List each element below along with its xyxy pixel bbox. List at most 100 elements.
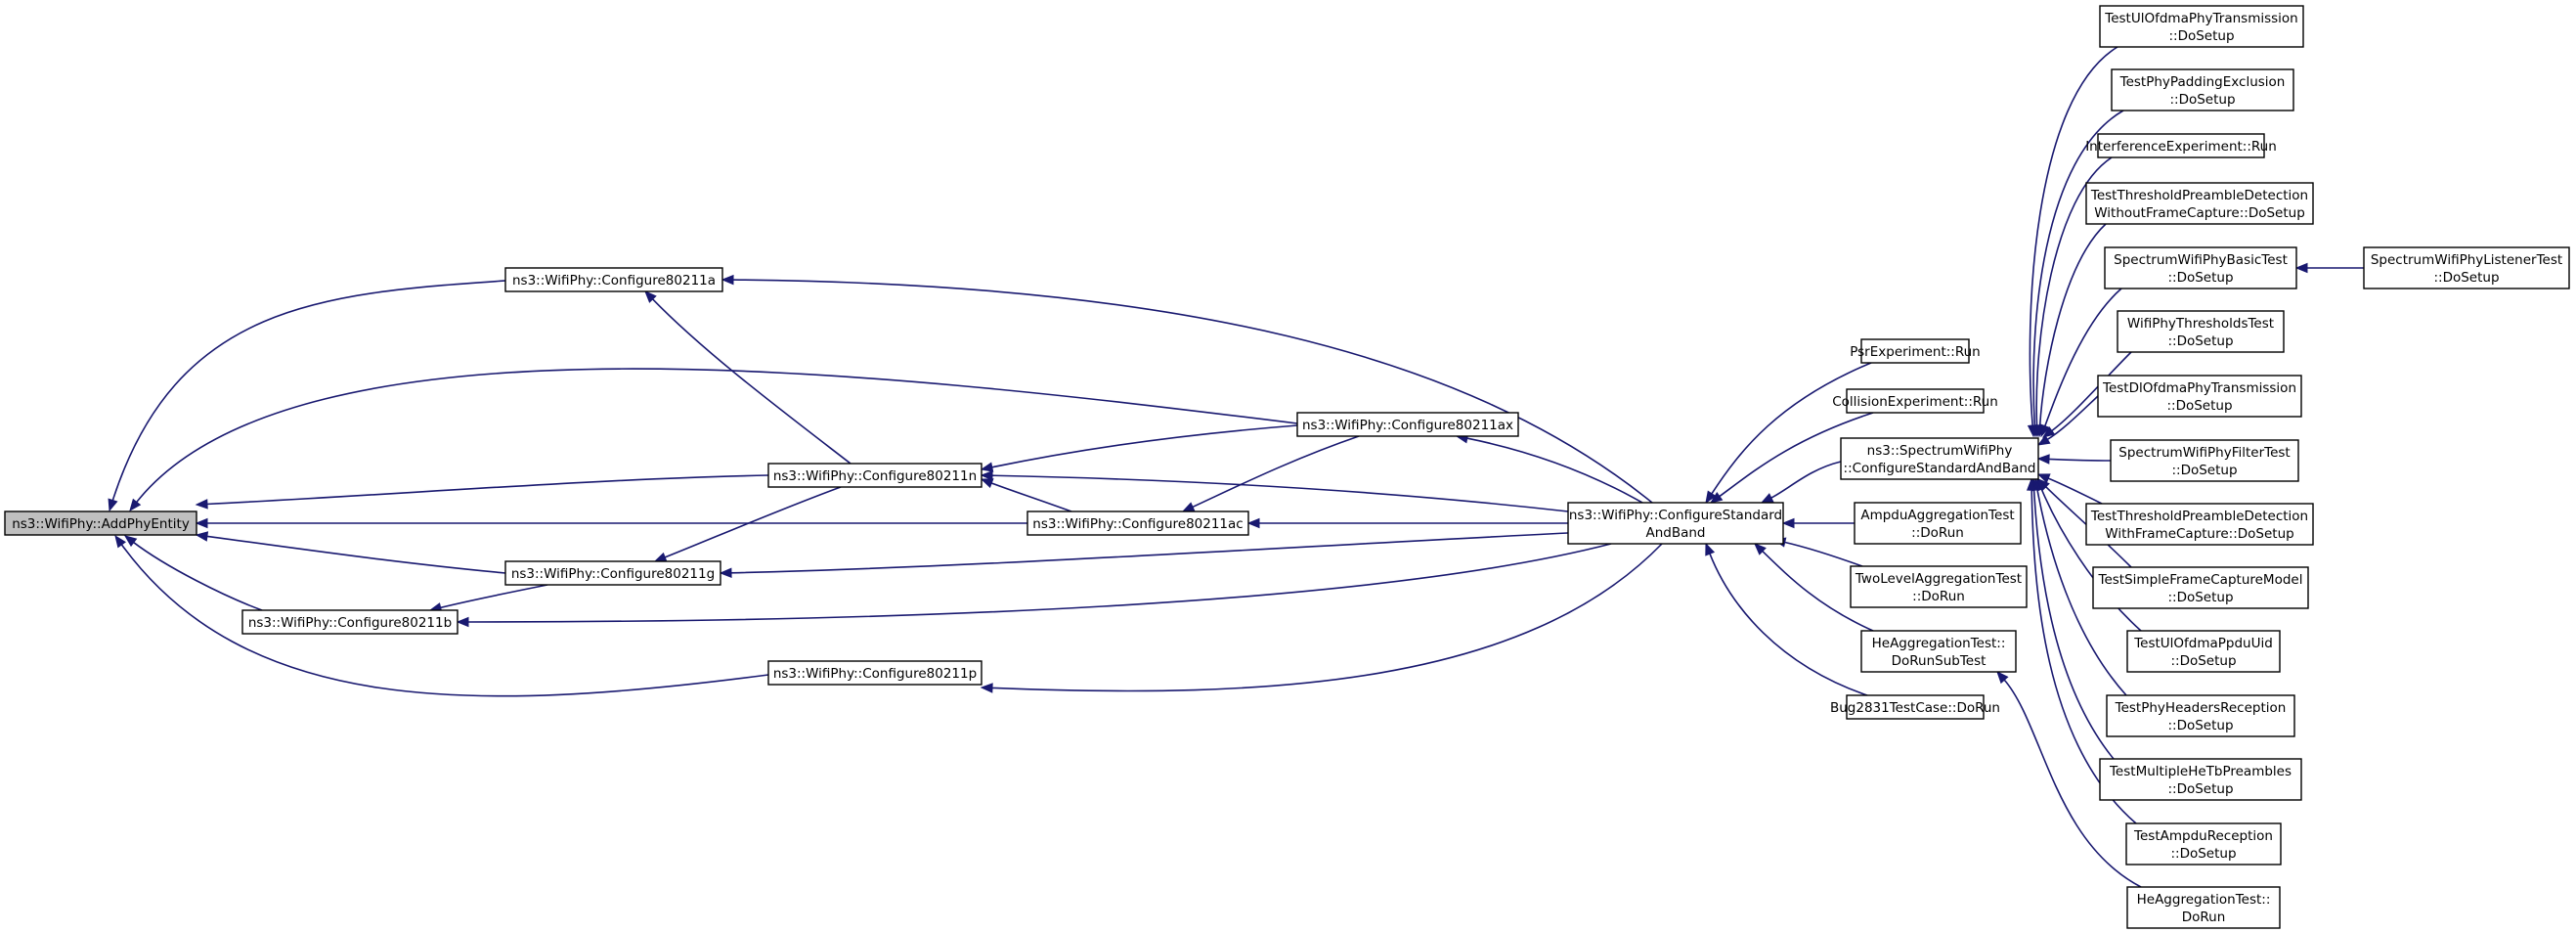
node-bug2831[interactable]: Bug2831TestCase::DoRun (1830, 694, 2000, 720)
call-edge-csab-to-cfg_ac (1246, 517, 1568, 529)
edge-line (2036, 488, 2127, 696)
edge-line (2032, 488, 2115, 760)
node-wp-thresholds[interactable]: WifiPhyThresholdsTest::DoSetup (2117, 310, 2285, 353)
arrowhead-icon (2041, 425, 2056, 438)
call-edge-cfg_ac-to-addphy (195, 517, 1027, 529)
edge-line (651, 297, 851, 465)
node-label: TestPhyHeadersReception (2115, 700, 2287, 716)
node-box (4, 510, 197, 536)
call-edge-coll-to-csab (1709, 412, 1874, 504)
edge-line (2046, 395, 2099, 441)
node-label: ns3::WifiPhy::ConfigureStandard (1569, 508, 1782, 523)
call-edge-thr_with-to-scsab (2036, 473, 2103, 505)
call-edge-cfg_ac-to-cfg_n (980, 478, 1072, 512)
node-dl-ofdma-tx[interactable]: TestDlOfdmaPhyTransmission::DoSetup (2097, 375, 2302, 418)
node-swp-filter[interactable]: SpectrumWifiPhyFilterTest::DoSetup (2110, 439, 2299, 482)
edge-line (2044, 485, 2132, 568)
edge-line (1761, 550, 1874, 632)
node-addphy[interactable]: ns3::WifiPhy::AddPhyEntity (4, 510, 197, 536)
arrowhead-icon (195, 517, 208, 529)
node-label: ns3::WifiPhy::Configure80211p (773, 666, 977, 682)
arrowhead-icon (114, 534, 126, 549)
node-psr[interactable]: PsrExperiment::Run (1850, 338, 1981, 364)
node-thr-with[interactable]: TestThresholdPreambleDetectionWithFrameC… (2085, 503, 2314, 546)
arrowhead-icon (1754, 543, 1767, 555)
node-box (1026, 510, 1249, 536)
arrowhead-icon (1181, 502, 1196, 512)
node-label: ns3::WifiPhy::Configure80211b (248, 615, 452, 631)
arrowhead-icon (108, 498, 118, 512)
node-he-sub[interactable]: HeAggregationTest::DoRunSubTest (1860, 630, 2017, 673)
node-box (1860, 630, 2017, 673)
node-ul-ppdu-uid[interactable]: TestUlOfdmaPpduUid::DoSetup (2126, 630, 2281, 673)
node-box (1854, 502, 2022, 545)
node-label: ::DoSetup (2167, 781, 2233, 797)
node-label: TestThresholdPreambleDetection (2090, 188, 2308, 203)
node-label: Bug2831TestCase::DoRun (1830, 700, 2000, 716)
call-edge-csab-to-cfg_ax (1455, 433, 1643, 504)
node-interf[interactable]: InterferenceExperiment::Run (2085, 133, 2277, 158)
node-ul-ofdma-tx[interactable]: TestUlOfdmaPhyTransmission::DoSetup (2099, 5, 2304, 48)
node-ampdu-agg[interactable]: AmpduAggregationTest::DoRun (1854, 502, 2022, 545)
node-box (2085, 503, 2314, 546)
node-box (2097, 133, 2265, 158)
arrowhead-icon (2036, 434, 2051, 446)
edge-line (2047, 458, 2112, 462)
node-label: ::DoSetup (2167, 718, 2233, 733)
call-edge-csab-to-cfg_p (980, 543, 1663, 693)
node-cfg-ac[interactable]: ns3::WifiPhy::Configure80211ac (1026, 510, 1249, 536)
node-padding[interactable]: TestPhyPaddingExclusion::DoSetup (2111, 68, 2294, 111)
node-label: ::DoSetup (2168, 28, 2234, 44)
edge-line (120, 543, 769, 697)
node-ampdu-rx[interactable]: TestAmpduReception::DoSetup (2125, 822, 2282, 865)
node-label: ns3::SpectrumWifiPhy (1867, 443, 2013, 459)
node-box (2099, 758, 2302, 801)
node-cfg-b[interactable]: ns3::WifiPhy::Configure80211b (241, 609, 458, 635)
call-edge-swp_filter-to-scsab (2036, 454, 2112, 465)
node-multi-hetb[interactable]: TestMultipleHeTbPreambles::DoSetup (2099, 758, 2302, 801)
call-edge-csab-to-cfg_g (719, 532, 1569, 578)
call-edge-cfg_ax-to-cfg_n (980, 424, 1298, 472)
call-edge-thr_without-to-scsab (2034, 223, 2107, 438)
node-scsab[interactable]: ns3::SpectrumWifiPhy::ConfigureStandardA… (1840, 437, 2039, 480)
node-box (2097, 375, 2302, 418)
node-label: TestUlOfdmaPpduUid (2133, 636, 2273, 651)
node-cfg-p[interactable]: ns3::WifiPhy::Configure80211p (767, 660, 982, 686)
node-hdr-rx[interactable]: TestPhyHeadersReception::DoSetup (2106, 694, 2295, 737)
node-cfg-g[interactable]: ns3::WifiPhy::Configure80211g (504, 560, 721, 586)
node-coll[interactable]: CollisionExperiment::Run (1832, 388, 1998, 414)
edge-line (1191, 435, 1360, 509)
edge-line (729, 532, 1569, 574)
node-simple-fc[interactable]: TestSimpleFrameCaptureModel::DoSetup (2092, 566, 2309, 609)
node-swp-basic[interactable]: SpectrumWifiPhyBasicTest::DoSetup (2104, 246, 2297, 289)
node-cfg-a[interactable]: ns3::WifiPhy::Configure80211a (504, 267, 723, 292)
node-label: TestSimpleFrameCaptureModel (2098, 572, 2303, 588)
edge-line (2043, 288, 2122, 427)
node-box (1860, 338, 1970, 364)
node-thr-without[interactable]: TestThresholdPreambleDetectionWithoutFra… (2085, 182, 2314, 225)
edge-line (990, 481, 1072, 512)
call-edge-cfg_g-to-cfg_b (428, 584, 548, 613)
node-box (1850, 565, 2028, 608)
arrowhead-icon (2040, 423, 2050, 438)
node-label: SpectrumWifiPhyFilterTest (2118, 445, 2290, 461)
edge-line (990, 543, 1663, 692)
node-cfg-n[interactable]: ns3::WifiPhy::Configure80211n (767, 463, 982, 488)
node-label: ::DoSetup (2171, 463, 2237, 478)
node-twolevel[interactable]: TwoLevelAggregationTest::DoRun (1850, 565, 2028, 608)
node-swp-listener[interactable]: SpectrumWifiPhyListenerTest::DoSetup (2363, 246, 2570, 289)
arrowhead-icon (980, 683, 993, 693)
node-label: HeAggregationTest:: (2137, 892, 2271, 908)
node-he-run[interactable]: HeAggregationTest::DoRun (2126, 886, 2281, 929)
node-label: WifiPhyThresholdsTest (2127, 316, 2274, 332)
node-label: WithoutFrameCapture::DoSetup (2094, 205, 2305, 221)
node-cfg-ax[interactable]: ns3::WifiPhy::Configure80211ax (1296, 412, 1519, 437)
arrowhead-icon (2036, 454, 2050, 465)
node-csab[interactable]: ns3::WifiPhy::ConfigureStandardAndBand (1567, 502, 1784, 545)
node-label: TestMultipleHeTbPreambles (2109, 764, 2292, 779)
node-label: DoRunSubTest (1892, 653, 1987, 669)
edge-line (2046, 476, 2103, 505)
node-box (2085, 182, 2314, 225)
node-box (1296, 412, 1519, 437)
node-label: AndBand (1645, 525, 1705, 541)
